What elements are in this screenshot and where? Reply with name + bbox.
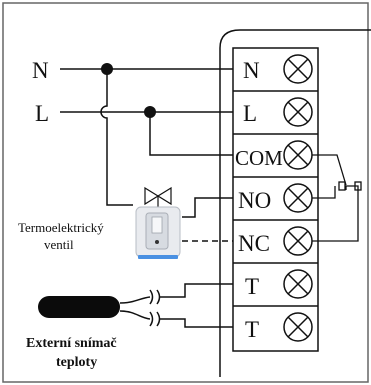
thermoelectric-valve-icon — [135, 186, 181, 259]
supply-label-n: N — [32, 58, 49, 83]
wire-sensor-t1 — [160, 283, 233, 298]
screw-terminal-icon — [283, 226, 313, 256]
controller-outline — [219, 29, 371, 377]
terminal-label-l: L — [243, 101, 257, 126]
terminal-label-com: COM — [235, 146, 283, 170]
junction-dot — [101, 63, 113, 75]
junction-dot — [144, 106, 156, 118]
wire-no-to-valve — [182, 197, 233, 218]
outer-frame — [2, 2, 369, 383]
supply-label-l: L — [35, 101, 49, 126]
terminal-label-n: N — [243, 58, 260, 83]
terminal-label-nc: NC — [238, 231, 270, 256]
valve-caption-line2: ventil — [44, 237, 74, 252]
terminal-block — [232, 47, 319, 352]
screw-terminal-icon — [283, 140, 313, 170]
terminal-label-no: NO — [238, 188, 271, 213]
screw-terminal-icon — [283, 312, 313, 342]
wire-l-to-com — [149, 112, 233, 156]
wire-sensor-t2 — [160, 318, 233, 328]
terminal-label-t2: T — [245, 317, 259, 342]
cable-break-icon — [149, 289, 161, 327]
wire-n-to-valve — [100, 69, 133, 206]
screw-terminal-icon — [283, 54, 313, 84]
valve-caption-line1: Termoelektrický — [18, 220, 104, 235]
terminal-block-frame — [232, 47, 319, 352]
temperature-sensor-icon — [38, 296, 151, 320]
terminal-label-t1: T — [245, 274, 259, 299]
screw-terminal-icon — [283, 269, 313, 299]
sensor-caption-line2: teploty — [56, 355, 97, 370]
screw-terminal-icon — [283, 97, 313, 127]
screw-terminal-icon — [283, 183, 313, 213]
internal-relay — [312, 154, 362, 242]
sensor-caption-line1: Externí snímač — [26, 336, 117, 351]
